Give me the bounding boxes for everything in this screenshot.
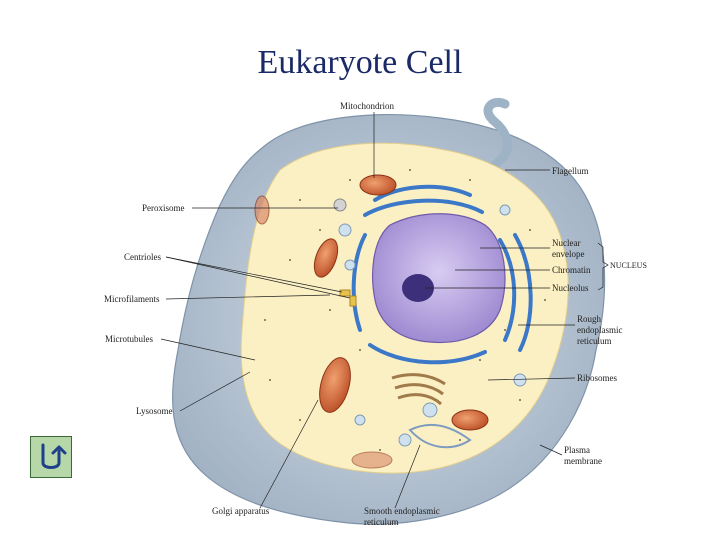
label-rough-er-3: reticulum bbox=[577, 336, 612, 346]
label-ribosomes: Ribosomes bbox=[577, 373, 618, 383]
label-plasma-membrane-1: Plasma bbox=[564, 445, 590, 455]
label-golgi: Golgi apparatus bbox=[212, 506, 270, 516]
leader-lines bbox=[160, 112, 609, 509]
label-nuclear-envelope-1: Nuclear bbox=[552, 238, 580, 248]
page-title: Eukaryote Cell bbox=[257, 44, 463, 81]
label-mitochondrion: Mitochondrion bbox=[340, 101, 394, 111]
label-flagellum: Flagellum bbox=[552, 166, 589, 176]
peroxisome-shape bbox=[333, 198, 347, 212]
label-centrioles: Centrioles bbox=[124, 252, 161, 262]
label-nucleus: NUCLEUS bbox=[610, 261, 647, 270]
label-plasma-membrane-2: membrane bbox=[564, 456, 602, 466]
golgi-shape bbox=[391, 373, 446, 406]
label-smooth-er-2: reticulum bbox=[364, 517, 399, 527]
label-nucleolus: Nucleolus bbox=[552, 283, 589, 293]
centrioles-shape bbox=[339, 289, 357, 307]
label-smooth-er-1: Smooth endoplasmic bbox=[364, 506, 440, 516]
cytoplasm-speckles bbox=[264, 169, 546, 451]
label-chromatin: Chromatin bbox=[552, 265, 591, 275]
label-nuclear-envelope-2: envelope bbox=[552, 249, 584, 259]
rough-er-shape bbox=[351, 184, 533, 365]
return-arrow-icon bbox=[41, 443, 67, 469]
smooth-er-shape bbox=[408, 423, 472, 449]
return-button[interactable] bbox=[30, 436, 72, 478]
label-microfilaments: Microfilaments bbox=[104, 294, 160, 304]
nucleolus-shape bbox=[402, 274, 434, 302]
nucleus-shape bbox=[372, 213, 506, 344]
label-rough-er-2: endoplasmic bbox=[577, 325, 623, 335]
label-lysosome: Lysosome bbox=[136, 406, 173, 416]
label-peroxisome: Peroxisome bbox=[142, 203, 185, 213]
vesicles bbox=[338, 204, 527, 447]
label-rough-er-1: Rough bbox=[577, 314, 602, 324]
label-microtubules: Microtubules bbox=[105, 334, 153, 344]
mitochondria-shapes bbox=[254, 174, 489, 469]
